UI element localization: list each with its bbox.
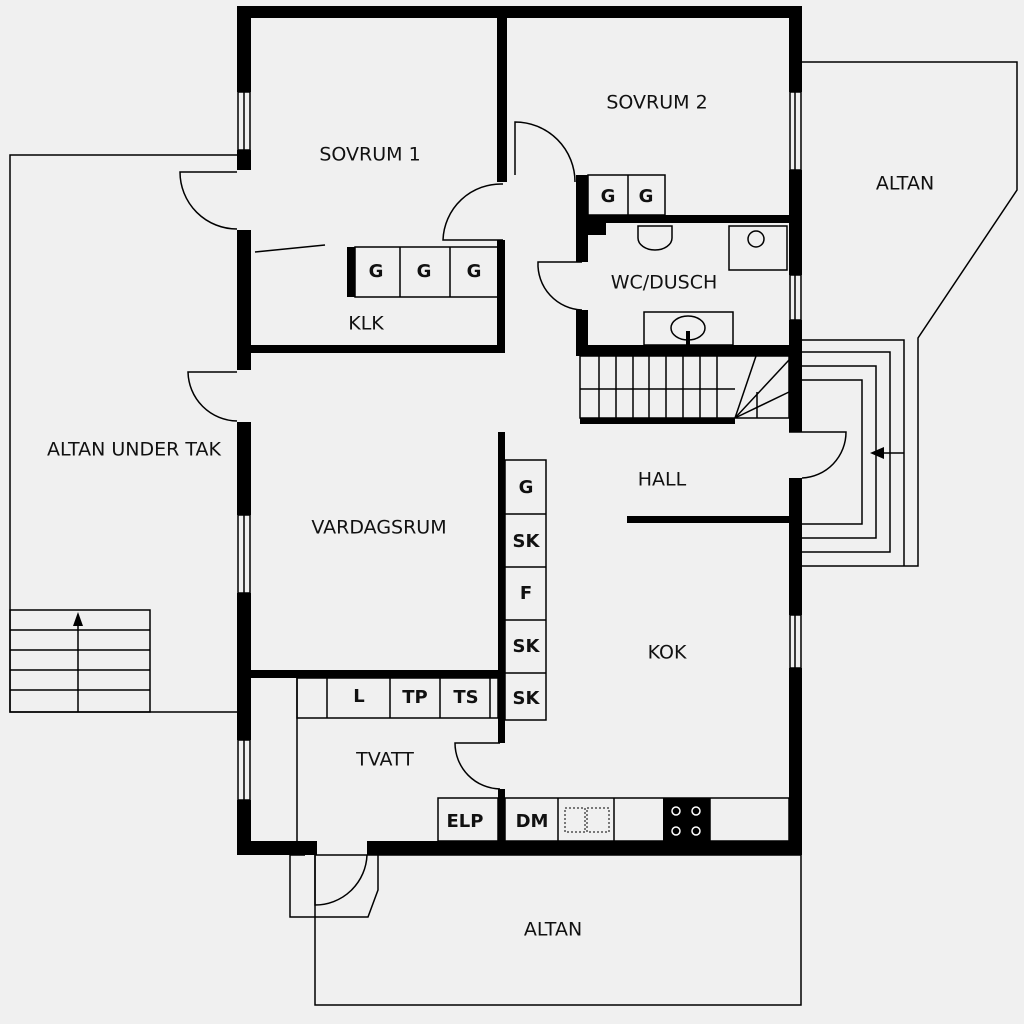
doors bbox=[179, 121, 847, 906]
room-label-hall: HALL bbox=[638, 469, 687, 491]
bathroom-fixtures bbox=[637, 225, 788, 346]
room-label-tvatt: TVATT bbox=[355, 749, 414, 771]
cabinet-label: SK bbox=[513, 688, 541, 709]
closet-label: G bbox=[639, 186, 654, 207]
kitchen-counter: DM bbox=[504, 797, 790, 842]
fixture-label: L bbox=[353, 686, 364, 707]
room-label-sovrum2: SOVRUM 2 bbox=[606, 92, 707, 114]
room-label-sovrum1: SOVRUM 1 bbox=[319, 144, 420, 166]
dishwasher-label: DM bbox=[516, 811, 549, 832]
closet-label: G bbox=[369, 261, 384, 282]
stove-icon bbox=[663, 798, 710, 841]
room-label-altan-right: ALTAN bbox=[876, 173, 934, 195]
elp-label: ELP bbox=[447, 811, 484, 832]
fixture-label: TS bbox=[453, 687, 478, 708]
tvatt-row: L TP TS ELP bbox=[296, 677, 499, 842]
arrow-up-icon bbox=[73, 612, 83, 626]
fixture-label: TP bbox=[402, 687, 427, 708]
cabinet-label: F bbox=[520, 583, 532, 604]
cabinet-label: SK bbox=[513, 531, 541, 552]
kitchen-column: G SK F SK SK bbox=[504, 459, 547, 721]
room-label-altan-under-tak: ALTAN UNDER TAK bbox=[47, 439, 221, 461]
room-label-klk: KLK bbox=[348, 313, 384, 335]
windows bbox=[237, 91, 802, 801]
sovrum2-closets: G G bbox=[587, 174, 666, 216]
room-label-vardagsrum: VARDAGSRUM bbox=[311, 517, 446, 539]
arrow-left-icon bbox=[870, 447, 884, 459]
closet-label: G bbox=[601, 186, 616, 207]
interior-stairs bbox=[579, 355, 790, 419]
room-label-altan-bottom: ALTAN bbox=[524, 919, 582, 941]
cabinet-label: SK bbox=[513, 636, 541, 657]
room-label-kok: KOK bbox=[648, 642, 687, 664]
room-label-wc: WC/DUSCH bbox=[611, 272, 718, 294]
sink-icon bbox=[564, 807, 586, 833]
cabinet-label: G bbox=[519, 477, 534, 498]
shower-icon bbox=[728, 225, 788, 271]
closet-label: G bbox=[467, 261, 482, 282]
toilet-icon bbox=[637, 225, 673, 251]
klk-closets: G G G bbox=[354, 246, 502, 298]
room-labels: SOVRUM 1 SOVRUM 2 ALTAN KLK WC/DUSCH ALT… bbox=[47, 92, 934, 941]
exterior-stairs-left bbox=[9, 609, 151, 713]
closet-label: G bbox=[417, 261, 432, 282]
exterior-lines bbox=[9, 61, 1018, 1006]
